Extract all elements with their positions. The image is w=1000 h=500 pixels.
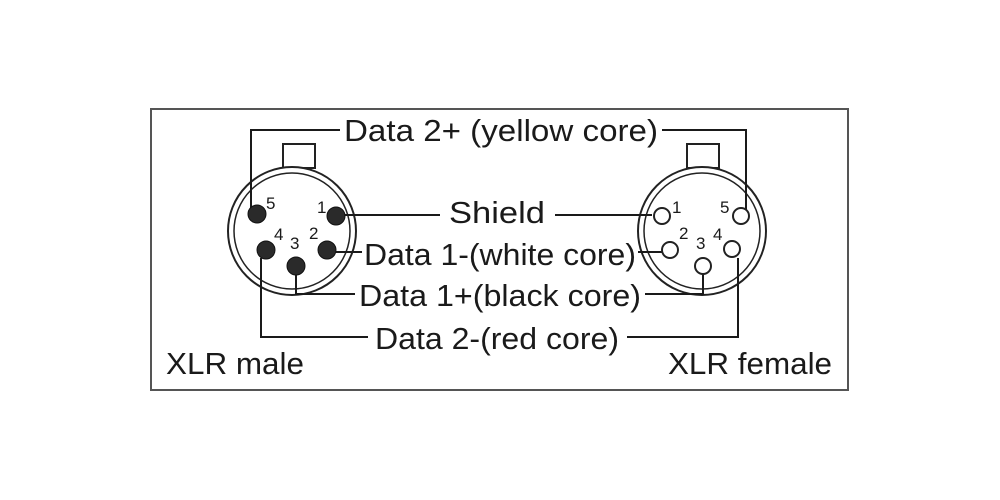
female-pin-1-number: 1 [672, 198, 681, 217]
wire-pin4-male [260, 258, 368, 338]
label-data1-minus: Data 1-(white core) [364, 237, 636, 272]
male-pin-4-number: 4 [274, 225, 283, 244]
male-pin-1 [326, 206, 346, 226]
male-pin-2-number: 2 [309, 224, 318, 243]
female-pin-1 [653, 207, 671, 225]
male-pin-3 [286, 256, 306, 276]
female-pin-5 [732, 207, 750, 225]
female-pin-4 [723, 240, 741, 258]
caption-xlr-male: XLR male [166, 346, 304, 381]
female-pin-4-number: 4 [713, 225, 722, 244]
male-pin-1-number: 1 [317, 198, 326, 217]
label-data2-plus: Data 2+ (yellow core) [344, 113, 658, 148]
female-pin-5-number: 5 [720, 198, 729, 217]
male-inner-ring [233, 172, 351, 290]
female-pin-2 [661, 241, 679, 259]
wire-pin3-female [645, 274, 704, 295]
male-pin-5-number: 5 [266, 194, 275, 213]
male-pin-4 [256, 240, 276, 260]
female-key-tab [686, 143, 720, 169]
wire-pin3-male [295, 275, 355, 295]
female-pin-3 [694, 257, 712, 275]
wire-pin4-female [627, 258, 739, 338]
female-pin-2-number: 2 [679, 224, 688, 243]
caption-xlr-female: XLR female [668, 346, 832, 381]
male-key-tab [282, 143, 316, 169]
male-pin-3-number: 3 [290, 234, 299, 253]
male-pin-2 [317, 240, 337, 260]
label-shield: Shield [449, 195, 545, 230]
label-data1-plus: Data 1+(black core) [359, 278, 641, 313]
label-data2-minus: Data 2-(red core) [375, 321, 619, 356]
male-outer-ring [227, 166, 357, 296]
male-pin-5 [247, 204, 267, 224]
female-pin-3-number: 3 [696, 234, 705, 253]
